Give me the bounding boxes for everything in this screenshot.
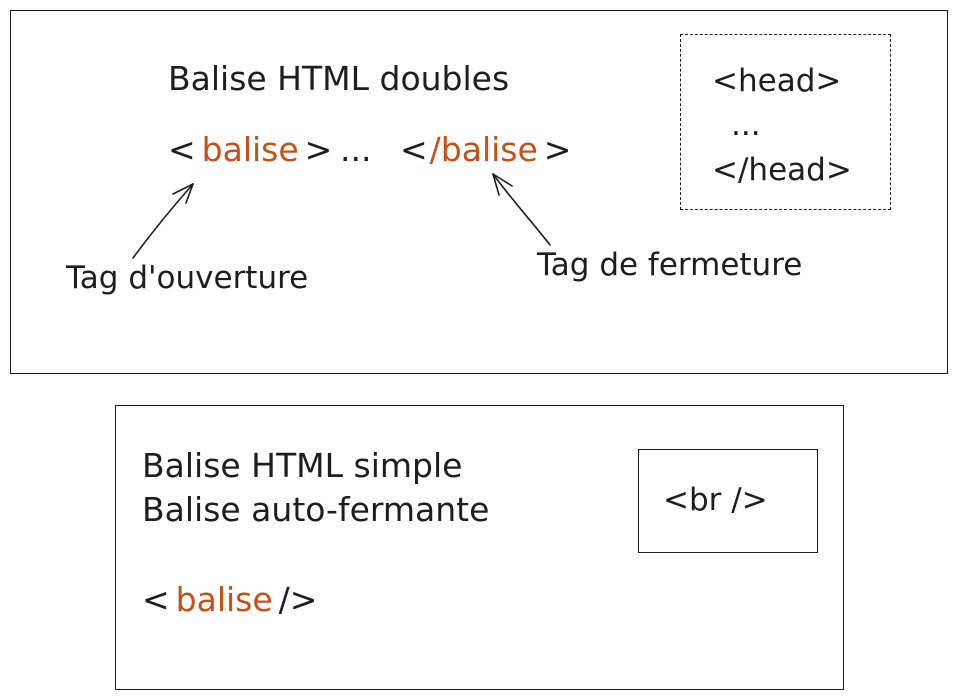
- closing-tag: </balise>: [400, 133, 571, 166]
- head-close-tag: </head>: [712, 152, 852, 188]
- head-example-box: [680, 34, 891, 210]
- self-closing-tag-end: />: [278, 580, 318, 619]
- head-ellipsis: ...: [731, 107, 761, 143]
- self-closing-tag: <balise/>: [142, 583, 317, 616]
- opening-arrow: [132, 183, 194, 259]
- opening-tag-gt: >: [304, 130, 333, 169]
- opening-tag-label: Tag d'ouverture: [66, 260, 309, 296]
- closing-arrow: [492, 173, 551, 246]
- opening-tag-name: balise: [201, 130, 299, 169]
- double-tag-title: Balise HTML doubles: [168, 59, 510, 98]
- opening-tag-lt: <: [168, 130, 196, 169]
- double-tag-panel: [10, 10, 948, 374]
- tag-content-ellipsis: ...: [340, 130, 372, 169]
- closing-tag-name: /balise: [429, 130, 538, 169]
- br-example-box: [638, 449, 818, 553]
- closing-tag-lt: <: [400, 130, 428, 169]
- closing-tag-gt: >: [543, 130, 572, 169]
- head-open-tag: <head>: [712, 63, 842, 99]
- simple-tag-panel: [115, 405, 844, 690]
- self-closing-title: Balise auto-fermante: [142, 490, 490, 529]
- opening-tag: <balise>: [168, 133, 332, 166]
- br-example-tag: <br />: [663, 482, 768, 518]
- self-closing-tag-lt: <: [142, 580, 170, 619]
- simple-tag-title: Balise HTML simple: [142, 446, 463, 485]
- closing-tag-label: Tag de fermeture: [537, 247, 803, 283]
- self-closing-tag-name: balise: [175, 580, 273, 619]
